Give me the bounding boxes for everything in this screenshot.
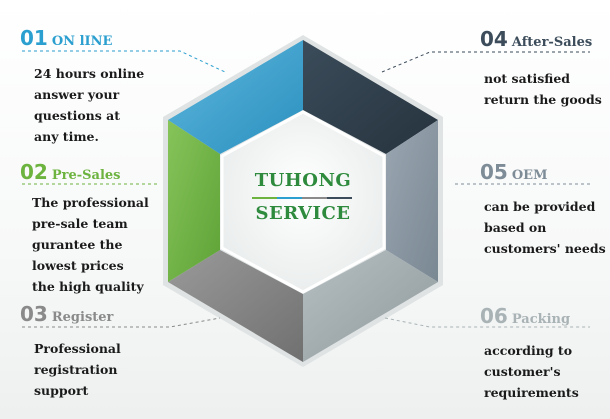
item-06-heading: 06 Packing	[480, 304, 570, 328]
item-04-line: return the goods	[484, 92, 602, 107]
item-04-number: 04	[480, 27, 508, 51]
item-04-title: After-Sales	[511, 35, 593, 50]
item-03-number: 03	[20, 302, 48, 326]
item-04-line: not satisfied	[484, 71, 571, 86]
item-06-number: 06	[480, 304, 508, 328]
item-02-line: pre-sale team	[32, 216, 128, 231]
item-05-description: can be provided based on customers' need…	[484, 196, 606, 259]
segment-bottom-left	[168, 250, 303, 362]
item-03-line: registration	[34, 362, 118, 377]
item-01-number: 01	[20, 26, 48, 50]
segment-top-right	[303, 40, 438, 154]
item-02-number: 02	[20, 160, 48, 184]
item-02-line: The professional	[32, 195, 149, 210]
connector-03	[22, 317, 221, 328]
segment-left	[168, 120, 220, 282]
item-03-line: Professional	[34, 341, 121, 356]
item-05-line: customers' needs	[484, 241, 606, 256]
item-04-heading: 04 After-Sales	[480, 27, 592, 51]
center-title-line2: SERVICE	[255, 203, 351, 224]
item-06-line: according to	[484, 343, 573, 358]
item-02-title: Pre-Sales	[51, 168, 121, 183]
item-06-description: according to customer's requirements	[484, 340, 579, 403]
segment-right	[386, 120, 438, 282]
item-01-line: answer your	[34, 87, 120, 102]
item-06-line: requirements	[484, 385, 579, 400]
segment-bottom-right	[303, 250, 438, 362]
item-01-line: questions at	[34, 108, 121, 123]
connector-04	[381, 51, 590, 73]
item-02-line: gurantee the	[32, 237, 123, 252]
item-01-line: any time.	[34, 129, 99, 144]
item-03-heading: 03 Register	[20, 302, 113, 326]
item-03-description: Professional registration support	[34, 338, 121, 401]
center-divider	[252, 197, 352, 199]
hexagon-segments	[168, 40, 438, 362]
center-title-line1: TUHONG	[254, 170, 352, 191]
item-02-line: lowest prices	[32, 258, 124, 273]
item-05-line: can be provided	[484, 199, 596, 214]
connector-lines	[22, 50, 590, 328]
item-02-heading: 02 Pre-Sales	[20, 160, 120, 184]
center-hexagon	[220, 110, 386, 294]
item-05-number: 05	[480, 160, 508, 184]
item-05-heading: 05 OEM	[480, 160, 547, 184]
item-05-line: based on	[484, 220, 547, 235]
item-03-line: support	[34, 383, 89, 398]
item-04-description: not satisfied return the goods	[484, 68, 602, 110]
connector-06	[384, 317, 590, 328]
item-06-title: Packing	[511, 312, 571, 327]
item-01-description: 24 hours online answer your questions at…	[34, 63, 144, 147]
item-02-description: The professional pre-sale team gurantee …	[32, 192, 149, 297]
segment-top-left	[168, 40, 303, 154]
item-06-line: customer's	[484, 364, 561, 379]
item-01-heading: 01 ON lINE	[20, 26, 112, 50]
connector-01	[22, 50, 226, 73]
item-05-title: OEM	[511, 168, 548, 183]
item-03-title: Register	[51, 310, 114, 325]
item-01-title: ON lINE	[51, 34, 113, 49]
item-01-line: 24 hours online	[34, 66, 145, 81]
item-02-line: the high quality	[32, 279, 144, 294]
